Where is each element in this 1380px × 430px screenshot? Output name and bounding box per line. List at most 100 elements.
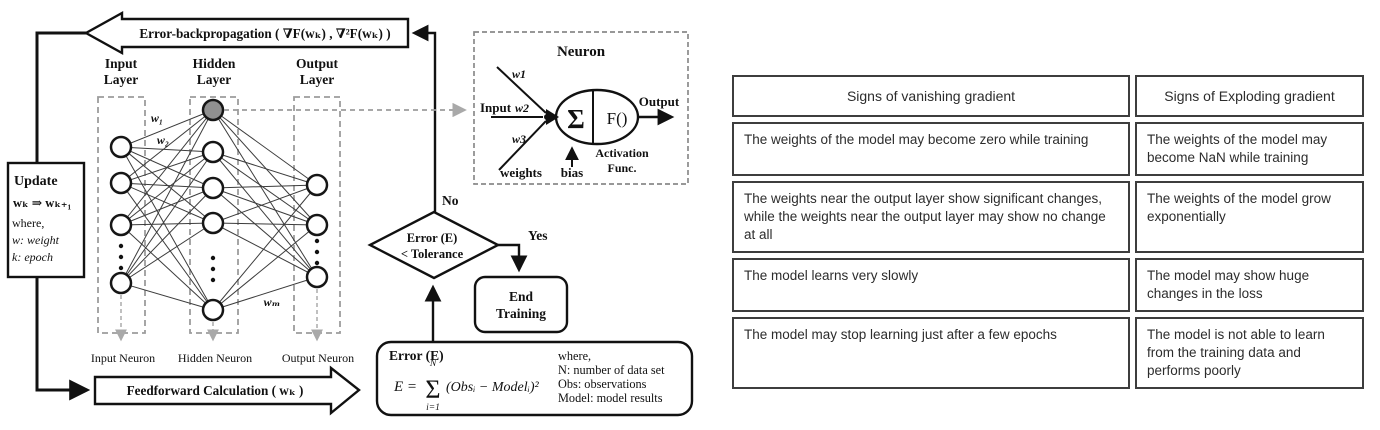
backprop-to-update-line — [35, 31, 86, 163]
error-formula-rhs: (Obsᵢ − Modelᵢ)² — [446, 380, 540, 395]
decision-no-label: No — [442, 193, 459, 208]
table-cell-vanishing-4: The model may stop learning just after a… — [732, 317, 1130, 389]
nn-neuron — [305, 213, 329, 237]
nn-edge — [120, 109, 214, 148]
nn-edge — [120, 109, 214, 226]
table-cell-vanishing-2: The weights near the output layer show s… — [732, 181, 1130, 253]
feedforward-block-arrow — [93, 365, 361, 416]
nn-neuron-highlighted — [201, 98, 225, 122]
ellipsis-dot — [314, 260, 320, 266]
nn-neuron — [201, 176, 225, 200]
feedforward-label: Feedforward Calculation ( wₖ ) — [127, 383, 304, 398]
neuron-weights-label: weights — [500, 165, 542, 180]
yes-branch-line — [498, 243, 528, 273]
neuron-title: Neuron — [557, 44, 606, 60]
update-weight-def: w: weight — [12, 233, 60, 247]
nn-edge — [120, 146, 214, 153]
update-formula: wₖ ⇒ wₖ₊₁ — [13, 196, 71, 210]
end-training-line2: Training — [496, 306, 546, 321]
nn-edge — [120, 222, 214, 226]
error-where: where, — [558, 349, 591, 363]
decision-line1: Error (E) — [407, 231, 458, 245]
nn-edge — [212, 276, 318, 311]
nn-edge — [120, 222, 214, 284]
nn-training-diagram: Error-backpropagation ( ∇F(wₖ) , ∇²F(wₖ)… — [6, 10, 694, 417]
nn-edge — [120, 182, 214, 189]
nn-edge — [120, 109, 214, 184]
tolerance-decision-diamond — [367, 210, 501, 280]
neuron-activation-label1: Activation — [595, 146, 649, 160]
nn-edge — [120, 109, 214, 284]
nn-neuron — [109, 135, 133, 159]
neuron-bias-label: bias — [561, 165, 583, 180]
nn-nodes — [109, 98, 329, 322]
hidden-layer-box — [189, 96, 239, 334]
nn-edge — [212, 151, 318, 278]
ellipsis-dot — [210, 277, 216, 283]
table-cell-vanishing-3: The model learns very slowly — [732, 258, 1130, 312]
hidden-layer-title2: Layer — [197, 72, 232, 87]
neuron-w1-label: w1 — [512, 67, 526, 81]
ellipsis-dot — [118, 243, 124, 249]
error-where-n: N: number of data set — [558, 363, 665, 377]
neuron-w3-line — [498, 120, 547, 171]
table-cell-exploding-1: The weights of the model may become NaN … — [1135, 122, 1364, 176]
hidden-layer-title: Hidden — [193, 56, 236, 71]
nn-edge — [212, 224, 318, 311]
nn-neuron — [201, 140, 225, 164]
nn-neuron — [305, 265, 329, 289]
nn-neuron — [201, 211, 225, 235]
nn-edge — [120, 151, 214, 284]
neuron-activation-symbol: F() — [607, 109, 628, 128]
ellipsis-dot — [118, 265, 124, 271]
neuron-activation-label2: Func. — [607, 161, 636, 175]
update-to-feedforward-line — [35, 277, 91, 401]
nn-edge — [120, 182, 214, 311]
ellipsis-dot — [118, 254, 124, 260]
table-header-exploding: Signs of Exploding gradient — [1135, 75, 1364, 117]
output-layer-title2: Layer — [300, 72, 335, 87]
nn-edge — [120, 146, 214, 311]
nn-edge — [212, 151, 318, 186]
weight-w2-label: w₂ — [157, 133, 169, 147]
weight-wm-label: wₘ — [264, 295, 281, 309]
error-title: Error (E) — [389, 348, 444, 363]
neuron-w3-label: w3 — [512, 132, 526, 146]
nn-edge — [212, 151, 318, 226]
error-sigma-upper: N — [429, 359, 437, 369]
nn-edge — [120, 151, 214, 226]
gradient-comparison-table: Signs of vanishing gradient Signs of Exp… — [732, 75, 1364, 389]
error-where-model: Model: model results — [558, 391, 663, 405]
neuron-output-label: Output — [639, 94, 680, 109]
nn-edge — [120, 187, 214, 284]
update-box — [6, 161, 86, 279]
input-neuron-caption: Input Neuron — [91, 351, 155, 365]
nn-neuron — [109, 271, 133, 295]
error-where-obs: Obs: observations — [558, 377, 647, 391]
decision-line2: < Tolerance — [401, 247, 464, 261]
neuron-input-label: Input — [480, 100, 512, 115]
hidden-neuron-caption: Hidden Neuron — [178, 351, 252, 365]
neuron-input-arrowhead — [546, 109, 559, 125]
nn-edge — [120, 187, 214, 226]
nn-edge — [120, 182, 214, 224]
error-formula-lhs: E = — [393, 379, 417, 395]
nn-edge — [212, 222, 318, 226]
neuron-w1-line — [496, 66, 547, 114]
neuron-sum-symbol: Σ — [567, 104, 585, 134]
nn-neuron — [305, 173, 329, 197]
weight-w1-label: w₁ — [151, 111, 163, 125]
nn-edge — [212, 187, 318, 278]
neuron-w2-label: w2 — [515, 101, 529, 115]
table-cell-exploding-3: The model may show huge changes in the l… — [1135, 258, 1364, 312]
no-feedback-line — [411, 24, 437, 212]
nn-neuron — [109, 213, 133, 237]
nn-edge — [120, 224, 214, 311]
backprop-label: Error-backpropagation ( ∇F(wₖ) , ∇²F(wₖ)… — [139, 26, 390, 41]
nn-edges — [120, 109, 318, 311]
ellipsis-dot — [210, 266, 216, 272]
update-where: where, — [12, 216, 44, 230]
input-layer-title: Input — [105, 56, 138, 71]
input-layer-title2: Layer — [104, 72, 139, 87]
